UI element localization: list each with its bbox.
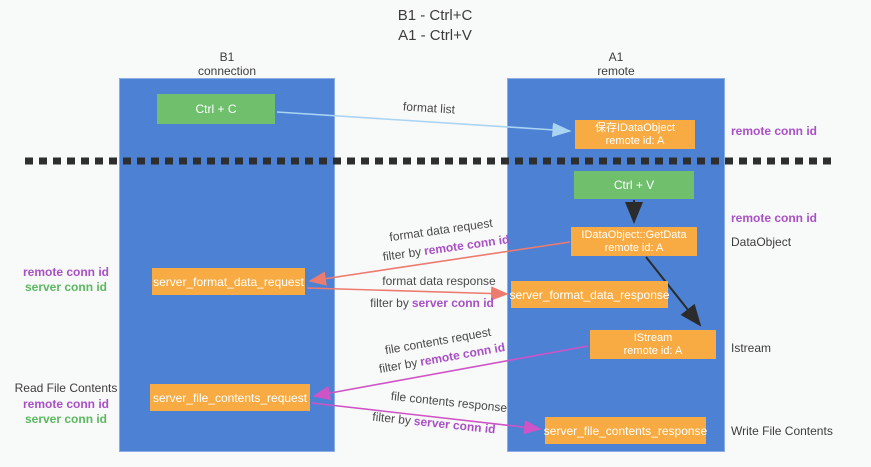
filter-by-text: filter by — [377, 355, 419, 376]
left-column-subtitle: connection — [197, 64, 257, 78]
file-contents-response-label: file contents response — [390, 388, 508, 416]
istream-line1: IStream — [633, 331, 673, 344]
format-data-response-arrow — [306, 286, 509, 301]
ctrl-c-label: Ctrl + C — [195, 102, 237, 116]
right-remote-conn-id-mid-label: remote conn id — [731, 211, 818, 225]
read-file-contents-label: Read File Contents — [14, 381, 118, 395]
left-remote-conn-id-file-label: remote conn id — [22, 397, 109, 411]
filter-by-text: filter by — [371, 409, 412, 428]
right-column-header: A1 remote — [507, 50, 725, 78]
filter-key-server-conn-id: server conn id — [413, 413, 497, 437]
save-dataobject-line1: 保存IDataObject — [594, 121, 676, 134]
server-file-contents-request-box: server_file_contents_request — [150, 384, 310, 411]
left-remote-conn-id-format-label: remote conn id — [22, 265, 109, 279]
diagram-title: B1 - Ctrl+C A1 - Ctrl+V — [315, 6, 555, 46]
server-file-contents-request-label: server_file_contents_request — [152, 390, 308, 405]
right-column-name: A1 — [608, 50, 624, 64]
filter-by-text: filter by — [370, 296, 409, 310]
filter-key-server-conn-id: server conn id — [411, 296, 494, 310]
right-remote-conn-id-top-label: remote conn id — [731, 124, 818, 138]
server-format-data-response-box: server_format_data_response — [509, 281, 670, 308]
left-server-conn-id-format-label: server conn id — [24, 280, 108, 294]
title-line-2: A1 - Ctrl+V — [398, 27, 472, 44]
right-column-subtitle: remote — [597, 64, 635, 78]
left-column-header: B1 connection — [119, 50, 335, 78]
server-format-data-request-label: server_format_data_request — [153, 274, 304, 289]
dataobject-label: DataObject — [731, 235, 792, 249]
istream-box: IStream remote id: A — [590, 330, 716, 359]
title-line-1: B1 - Ctrl+C — [397, 7, 473, 24]
left-server-conn-id-file-label: server conn id — [24, 412, 108, 426]
getdata-line1: IDataObject::GetData — [581, 228, 687, 241]
server-format-data-response-label: server_format_data_response — [509, 287, 670, 302]
getdata-line2: remote id: A — [604, 241, 664, 254]
write-file-contents-label: Write File Contents — [731, 424, 833, 438]
ctrl-v-label: Ctrl + V — [613, 178, 655, 192]
left-column-name: B1 — [219, 50, 235, 64]
getdata-box: IDataObject::GetData remote id: A — [571, 227, 697, 256]
save-dataobject-line2: remote id: A — [605, 134, 665, 147]
istream-line2: remote id: A — [623, 344, 683, 357]
server-file-contents-response-box: server_file_contents_response — [543, 417, 708, 444]
format-list-label: format list — [402, 99, 456, 117]
ctrl-v-box: Ctrl + V — [574, 171, 694, 199]
ctrl-c-box: Ctrl + C — [157, 94, 275, 124]
format-data-response-label: format data response — [382, 274, 496, 288]
save-dataobject-box: 保存IDataObject remote id: A — [575, 120, 695, 149]
istream-side-label: Istream — [731, 341, 772, 355]
filter-by-text: filter by — [381, 244, 423, 264]
server-format-data-request-box: server_format_data_request — [152, 268, 305, 295]
server-file-contents-response-label: server_file_contents_response — [543, 423, 708, 438]
